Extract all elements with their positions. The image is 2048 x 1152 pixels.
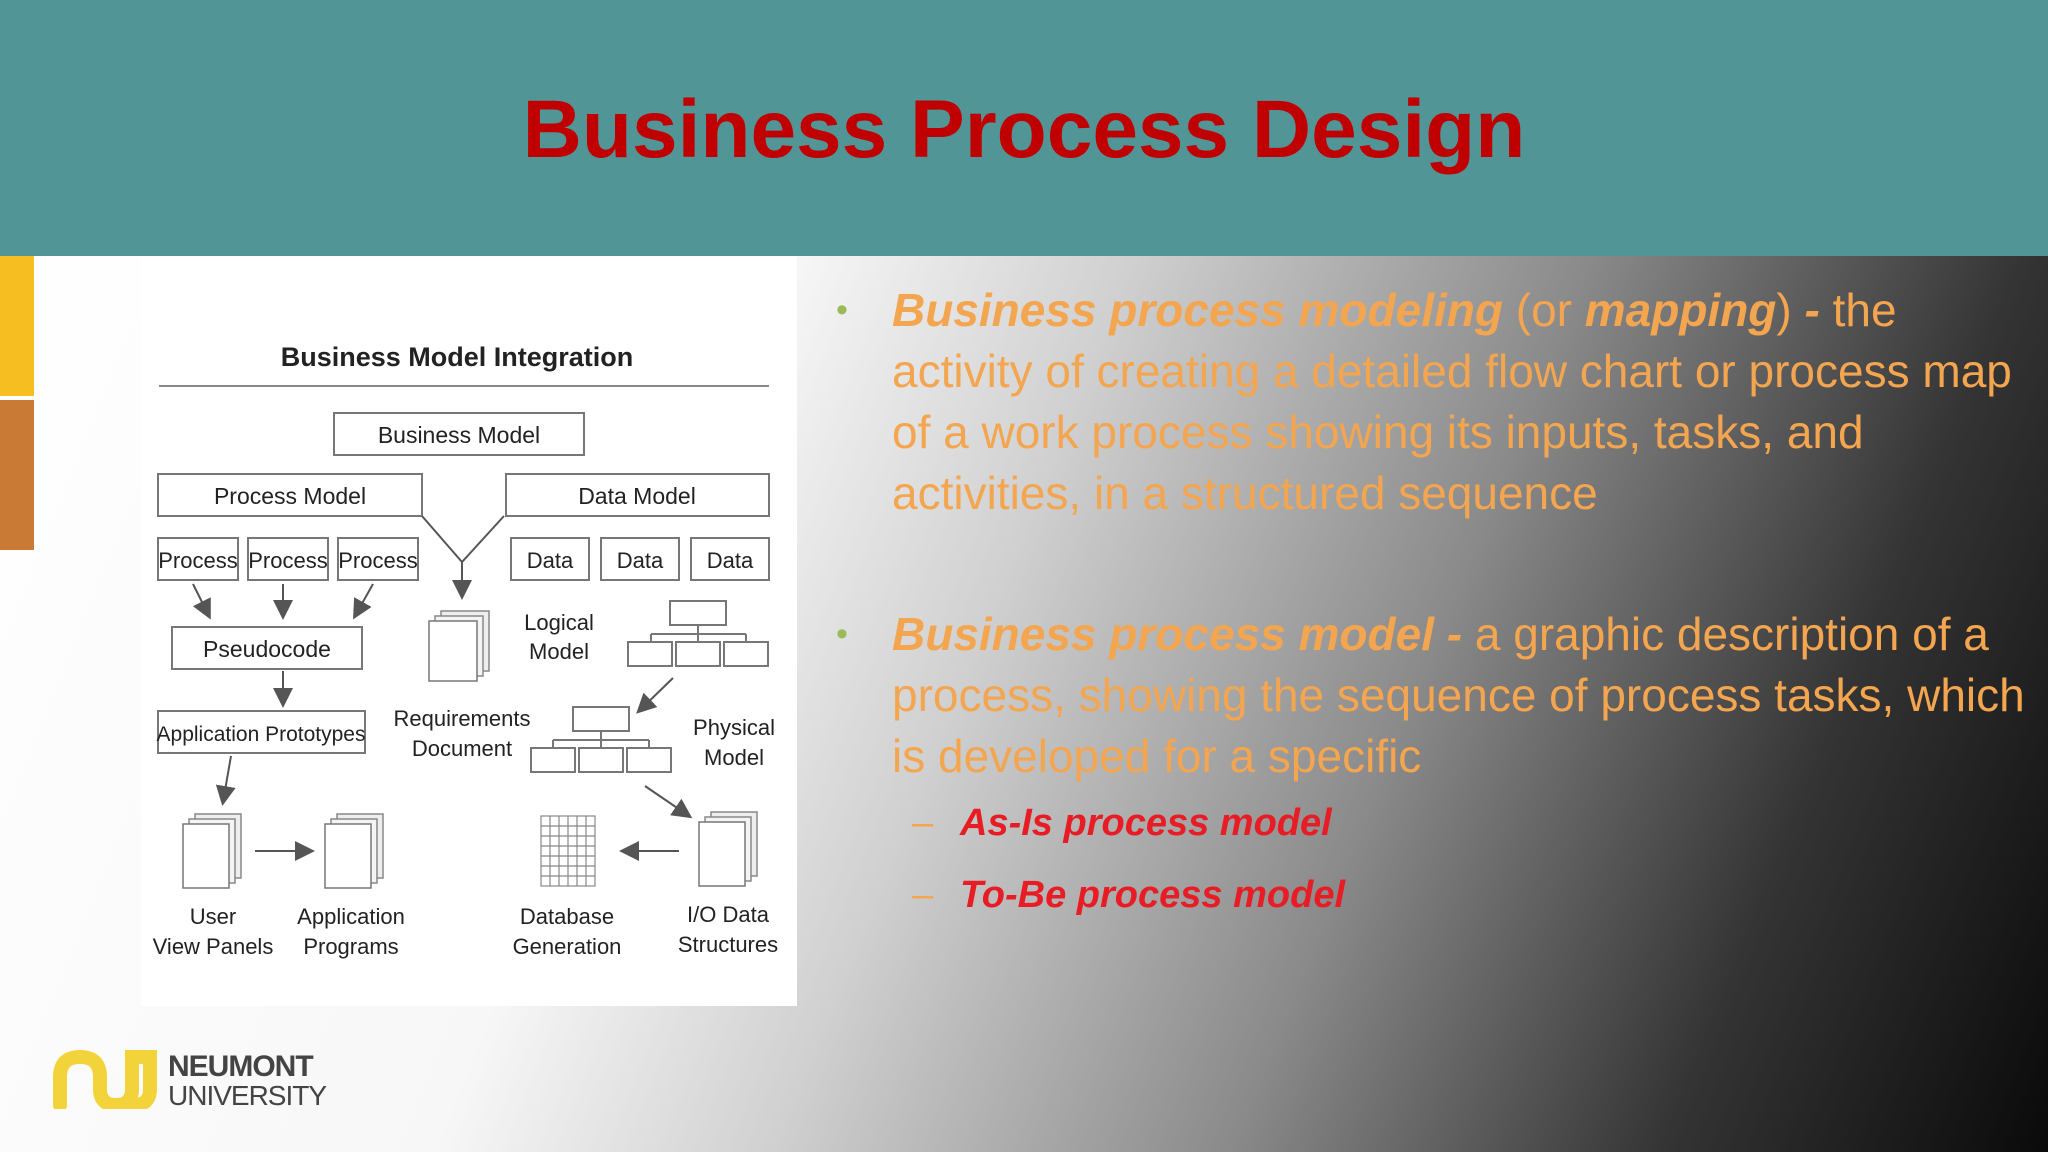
bullet-1-dash: - xyxy=(1804,284,1820,336)
io-label-1: I/O Data xyxy=(687,902,770,927)
data-label-1: Data xyxy=(527,548,574,573)
process-box-2 xyxy=(247,537,329,581)
sub-item-to-be: – To-Be process model xyxy=(826,859,2026,931)
bullet-1-close: ) xyxy=(1776,284,1805,336)
data-model-label: Data Model xyxy=(578,483,696,509)
sub-item-as-is: – As-Is process model xyxy=(826,787,2026,859)
application-programs-icon xyxy=(324,813,384,889)
process-box-1 xyxy=(157,537,239,581)
process-label-2: Process xyxy=(248,548,327,573)
process-arrow-3 xyxy=(353,583,374,620)
logo-name-line-2: UNIVERSITY xyxy=(168,1080,327,1111)
sub-item-label: As-Is process model xyxy=(960,802,1332,844)
bullet-item-modeling: • Business process modeling (or mapping)… xyxy=(826,280,2026,524)
term-business-process-modeling: Business process modeling xyxy=(892,284,1503,336)
diagram-heading: Business Model Integration xyxy=(281,342,634,372)
data-box-1 xyxy=(510,537,590,581)
bullet-item-model: • Business process model - a graphic des… xyxy=(826,604,2026,787)
io-data-structures-icon xyxy=(698,811,758,887)
bullet-1-text: the activity of creating a detailed flow… xyxy=(892,284,2012,519)
data-model-box xyxy=(505,473,770,517)
process-label-1: Process xyxy=(158,548,237,573)
process-arrow-1 xyxy=(192,583,211,620)
user-view-panels-icon xyxy=(182,813,242,889)
bullet-list: • Business process modeling (or mapping)… xyxy=(826,280,2026,931)
diagram-svg: Business Model Integration Business Mode… xyxy=(153,342,778,959)
sub-dash: – xyxy=(912,874,934,916)
proto-arrow xyxy=(215,755,236,806)
pseudocode-label: Pseudocode xyxy=(203,636,331,662)
db-label-2: Generation xyxy=(513,934,622,959)
database-grid-icon xyxy=(540,815,596,887)
pseudocode-box xyxy=(171,626,363,670)
physical-arrow xyxy=(644,785,693,819)
user-label-2: View Panels xyxy=(153,934,274,959)
business-model-diagram: Business Model Integration Business Mode… xyxy=(141,256,797,1006)
term-business-process-model: Business process model - xyxy=(892,608,1463,660)
business-model-label: Business Model xyxy=(378,422,540,448)
process-label-3: Process xyxy=(338,548,417,573)
bullet-glyph: • xyxy=(836,291,848,329)
data-label-2: Data xyxy=(617,548,664,573)
prototypes-label: Application Prototypes xyxy=(157,723,366,746)
sub-item-label: To-Be process model xyxy=(960,874,1346,916)
data-box-3 xyxy=(690,537,770,581)
requirements-label-2: Document xyxy=(412,736,512,761)
process-model-label: Process Model xyxy=(214,483,366,509)
data-label-3: Data xyxy=(707,548,754,573)
requirements-label-1: Requirements xyxy=(394,706,531,731)
logical-label-2: Model xyxy=(529,639,589,664)
logical-label-1: Logical xyxy=(524,610,594,635)
logical-model-tree-icon xyxy=(627,600,769,667)
bullet-1-or: (or xyxy=(1502,284,1585,336)
merge-lines xyxy=(421,515,505,564)
apps-label-1: Application xyxy=(297,904,405,929)
accent-bar-yellow xyxy=(0,256,34,396)
neumont-logo-mark-icon xyxy=(53,1049,157,1109)
logo-name-line-1: NEUMONT xyxy=(168,1050,314,1083)
slide-title: Business Process Design xyxy=(522,84,1526,175)
physical-label-2: Model xyxy=(704,745,764,770)
bullet-glyph: • xyxy=(836,615,848,653)
process-box-3 xyxy=(337,537,419,581)
title-bar: Business Process Design xyxy=(0,0,2048,256)
user-label-1: User xyxy=(190,904,236,929)
prototypes-box xyxy=(157,710,366,754)
term-mapping: mapping xyxy=(1584,284,1777,336)
physical-label-1: Physical xyxy=(693,715,775,740)
db-label-1: Database xyxy=(520,904,614,929)
requirements-doc-icon xyxy=(428,610,490,682)
neumont-logo: NEUMONT UNIVERSITY xyxy=(52,1044,332,1114)
physical-model-tree-icon xyxy=(530,706,672,773)
data-box-2 xyxy=(600,537,680,581)
apps-label-2: Programs xyxy=(303,934,398,959)
logical-arrow xyxy=(636,677,674,714)
accent-bar-orange xyxy=(0,400,34,550)
process-model-box xyxy=(157,473,423,517)
sub-dash: – xyxy=(912,802,934,844)
business-model-box xyxy=(333,412,585,456)
io-label-2: Structures xyxy=(678,932,778,957)
bullet-2-text: a graphic description of a process, show… xyxy=(892,608,2025,782)
